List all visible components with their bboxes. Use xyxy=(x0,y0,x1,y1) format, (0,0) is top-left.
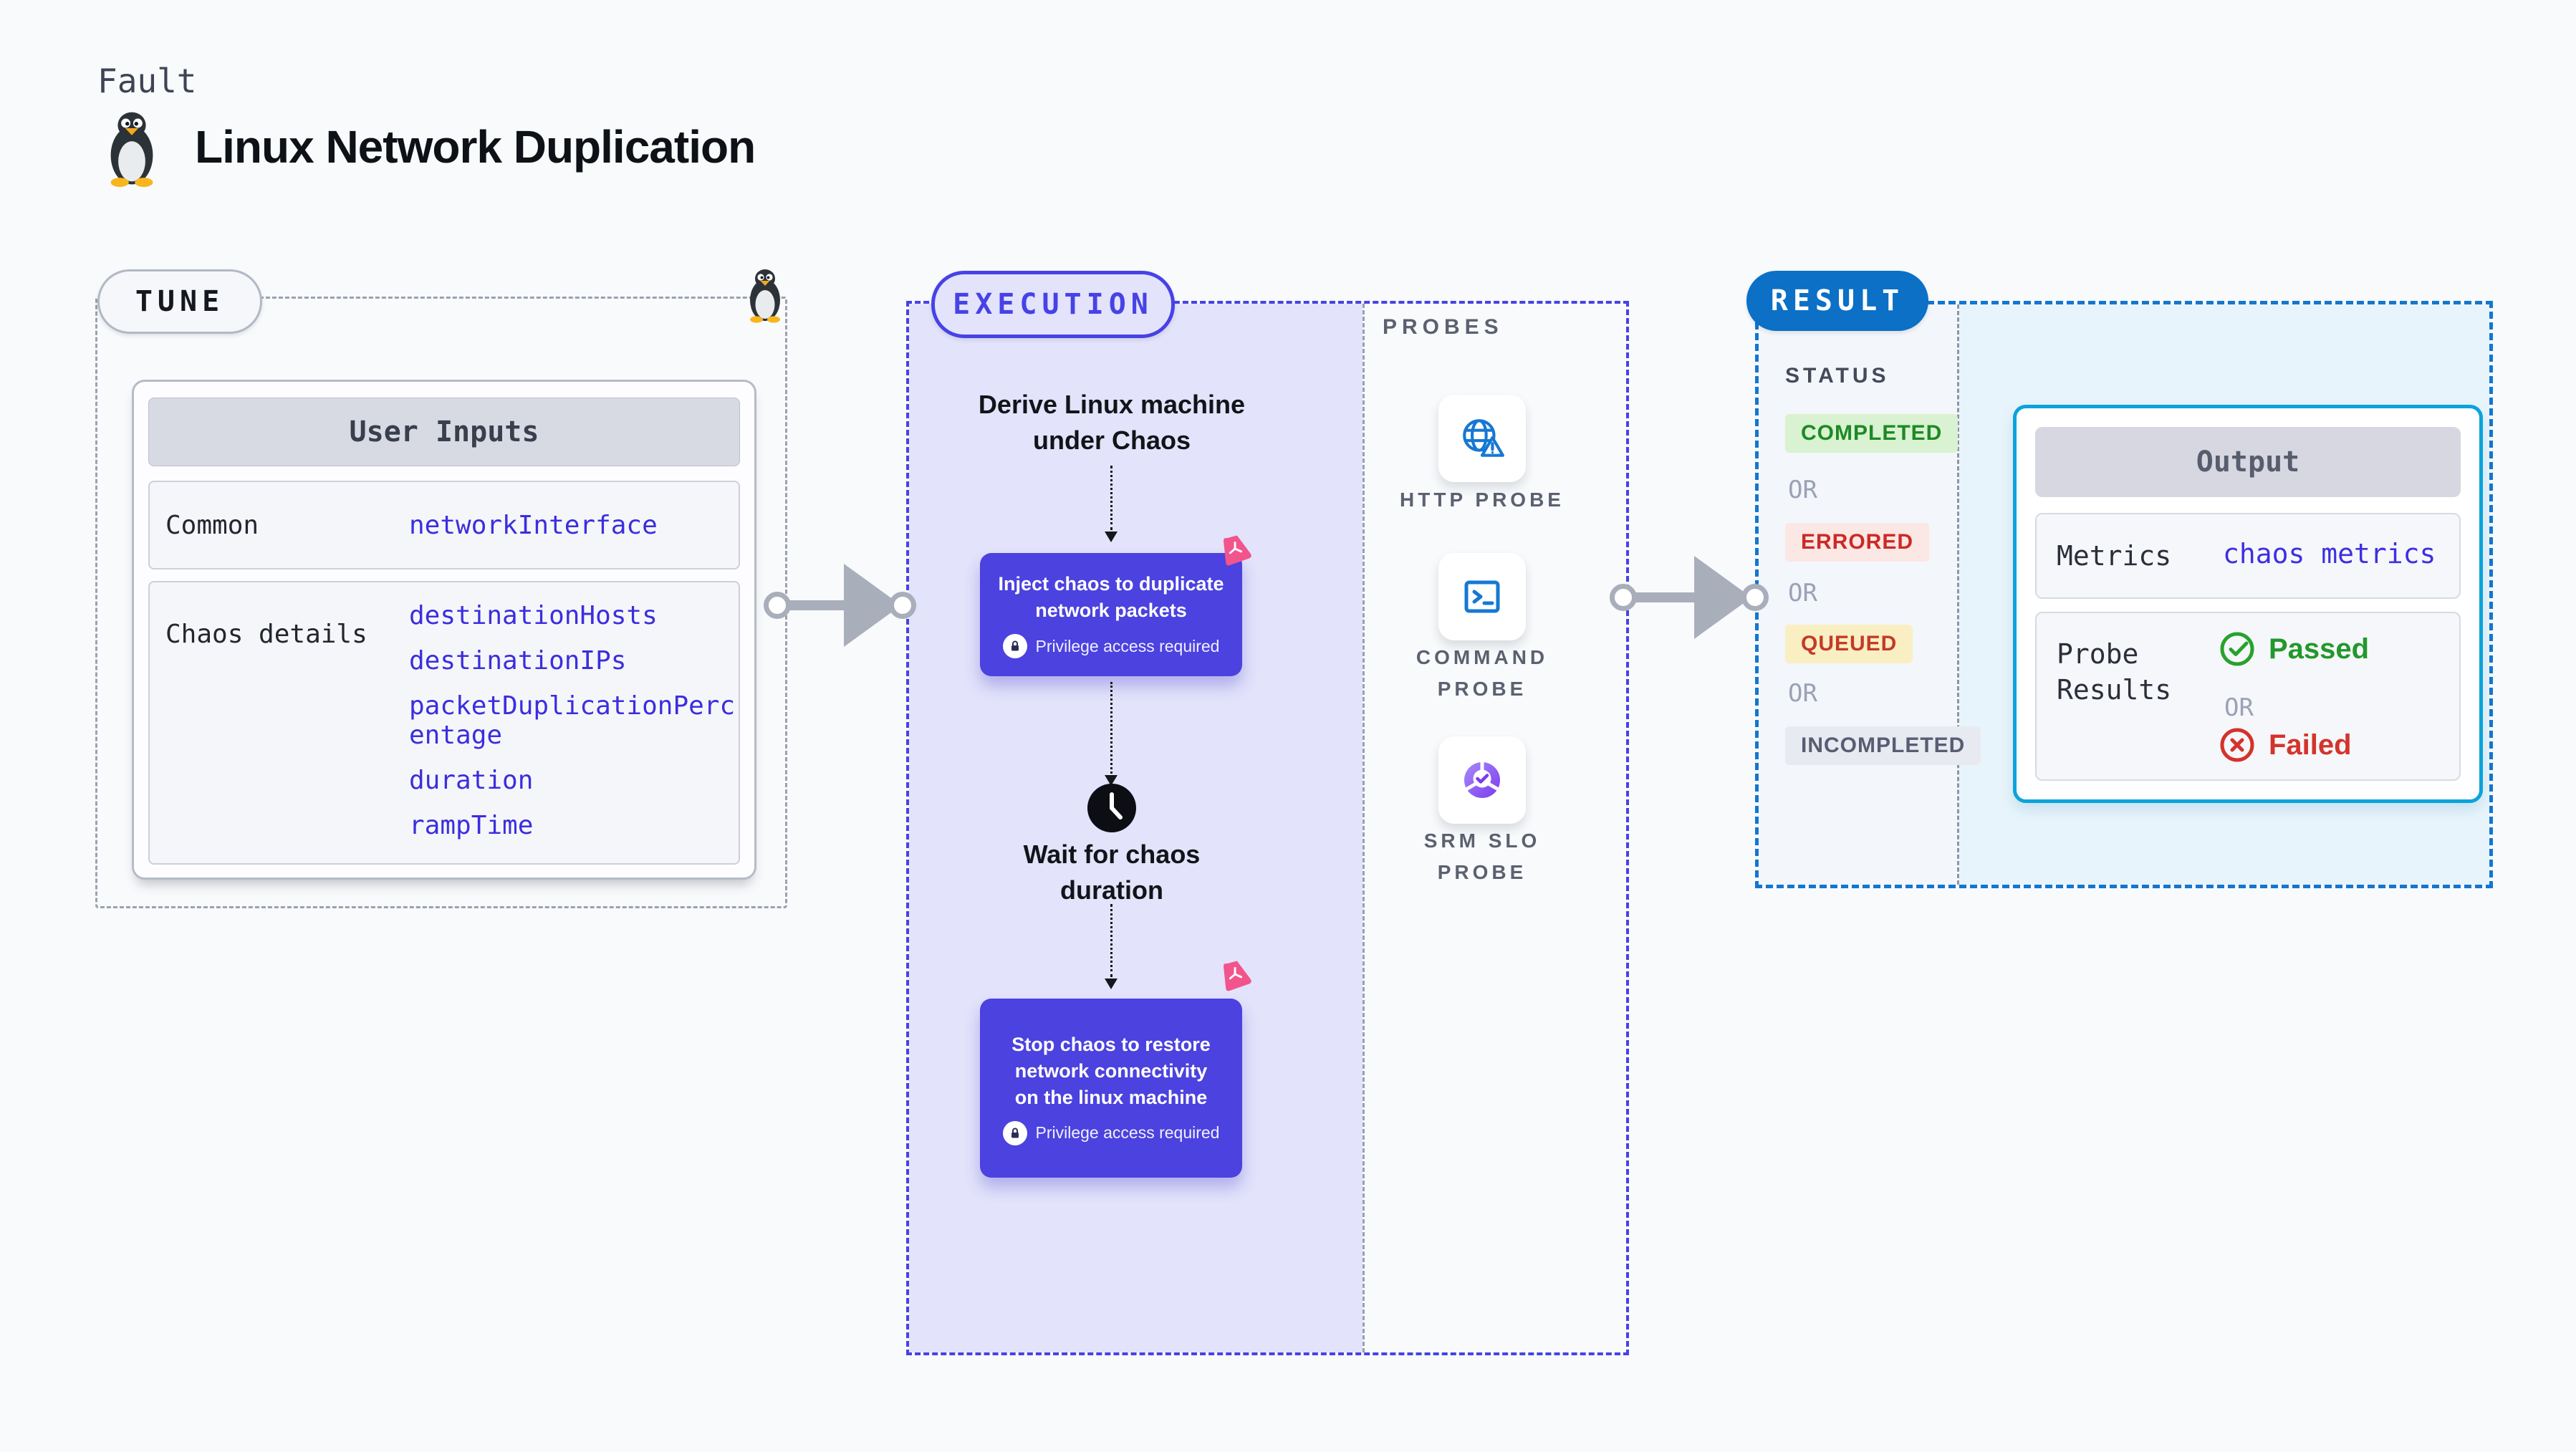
failed-row: Failed xyxy=(2219,726,2352,764)
status-badge-errored: ERRORED xyxy=(1785,523,1930,562)
metrics-label: Metrics xyxy=(2057,540,2172,572)
flow-connector-arrowhead xyxy=(1105,775,1118,786)
probe-label-line: SRM SLO xyxy=(1423,830,1541,852)
x-circle-icon xyxy=(2220,728,2254,762)
penguin-icon xyxy=(110,112,153,188)
table-row-common: Common networkInterface xyxy=(148,481,740,569)
fault-eyebrow: Fault xyxy=(97,62,197,100)
flow-arrow xyxy=(1623,592,1698,602)
check-circle-icon xyxy=(2220,632,2254,666)
status-column-fill xyxy=(1759,304,1957,885)
privilege-row: Privilege access required xyxy=(1002,634,1220,658)
output-title: Output xyxy=(2035,427,2461,497)
slo-donut-icon xyxy=(1464,761,1500,798)
or-label: OR xyxy=(1788,579,1817,607)
or-label: OR xyxy=(1788,476,1817,504)
chaos-swirl-icon xyxy=(1224,535,1251,566)
row-value: networkInterface xyxy=(409,511,658,540)
flow-connector xyxy=(1110,682,1112,774)
failed-label: Failed xyxy=(2269,729,2352,761)
table-row-chaos-details: Chaos details destinationHosts destinati… xyxy=(148,581,740,865)
probe-label-line: HTTP PROBE xyxy=(1400,489,1565,511)
stop-step-label: Stop chaos to restore network connectivi… xyxy=(1011,1033,1211,1108)
probe-label-line: PROBE xyxy=(1437,861,1527,883)
status-output-divider xyxy=(1957,304,1959,885)
connector-dot xyxy=(1610,584,1637,611)
flow-connector xyxy=(1110,466,1112,530)
wait-step-label: Wait for chaos duration xyxy=(1023,840,1201,905)
execution-probes-divider xyxy=(1363,304,1365,1352)
user-inputs-card: User Inputs Common networkInterface Chao… xyxy=(132,380,756,880)
inject-chaos-step: Inject chaos to duplicate network packet… xyxy=(980,553,1242,676)
row-label: Common xyxy=(165,511,259,540)
srm-slo-probe-label: SRM SLO PROBE xyxy=(1378,825,1586,888)
clock-icon xyxy=(1087,784,1136,832)
page-title: Linux Network Duplication xyxy=(195,121,756,173)
connector-dot xyxy=(889,592,916,619)
probe-label-line: COMMAND xyxy=(1416,646,1549,668)
row-value: destinationHosts xyxy=(409,601,658,630)
status-badge-queued: QUEUED xyxy=(1785,625,1913,663)
execution-section-box xyxy=(906,301,1629,1355)
tune-pill: TUNE xyxy=(97,269,262,334)
penguin-icon-small xyxy=(750,269,780,323)
stop-chaos-step: Stop chaos to restore network connectivi… xyxy=(980,999,1242,1178)
row-value: duration xyxy=(409,766,534,795)
row-value: packetDuplicationPercentage xyxy=(409,691,736,750)
row-value: destinationIPs xyxy=(409,646,627,675)
execution-pill: EXECUTION xyxy=(931,271,1175,338)
lock-icon xyxy=(1002,634,1027,658)
probe-label-line: PROBE xyxy=(1437,678,1527,700)
status-badge-incompleted: INCOMPLETED xyxy=(1785,726,1981,765)
row-label: Chaos details xyxy=(165,620,367,649)
privilege-note: Privilege access required xyxy=(1035,1123,1220,1142)
globe-alert-icon xyxy=(1463,419,1504,457)
execution-fill xyxy=(909,304,1363,1352)
flow-connector-arrowhead xyxy=(1105,979,1118,989)
flow-connector-arrowhead xyxy=(1105,532,1118,542)
metrics-value: chaos metrics xyxy=(2223,538,2436,569)
inject-step-label: Inject chaos to duplicate network packet… xyxy=(998,573,1224,621)
http-probe-label: HTTP PROBE xyxy=(1378,484,1586,516)
privilege-note: Privilege access required xyxy=(1035,636,1220,655)
privilege-row: Privilege access required xyxy=(1002,1120,1220,1145)
terminal-icon xyxy=(1464,580,1500,613)
command-probe-label: COMMAND PROBE xyxy=(1378,642,1586,705)
metrics-row: Metrics chaos metrics xyxy=(2035,513,2461,599)
derive-step-label: Derive Linux machine under Chaos xyxy=(978,390,1246,455)
srm-slo-probe-card xyxy=(1438,736,1526,824)
or-label: OR xyxy=(1788,679,1817,708)
probe-results-label: Probe Results xyxy=(2057,638,2172,706)
lock-icon xyxy=(1002,1120,1027,1145)
row-values: destinationHosts destinationIPs packetDu… xyxy=(409,601,740,840)
status-heading: STATUS xyxy=(1785,364,1890,388)
user-inputs-title: User Inputs xyxy=(148,398,740,466)
passed-label: Passed xyxy=(2269,633,2370,665)
status-badge-completed: COMPLETED xyxy=(1785,414,1959,453)
flow-arrow xyxy=(777,600,845,610)
command-probe-card xyxy=(1438,553,1526,640)
connector-dot xyxy=(1741,584,1769,611)
result-pill: RESULT xyxy=(1746,271,1928,331)
or-label: OR xyxy=(2224,693,2254,722)
passed-row: Passed xyxy=(2219,630,2369,668)
probes-heading: PROBES xyxy=(1383,315,1504,339)
http-probe-card xyxy=(1438,395,1526,482)
probe-results-row: Probe Results Passed OR Failed xyxy=(2035,612,2461,781)
row-value: rampTime xyxy=(409,811,534,840)
flow-connector xyxy=(1110,904,1112,977)
connector-dot xyxy=(764,592,791,619)
chaos-swirl-icon xyxy=(1224,961,1251,991)
output-card: Output Metrics chaos metrics Probe Resul… xyxy=(2013,405,2483,803)
